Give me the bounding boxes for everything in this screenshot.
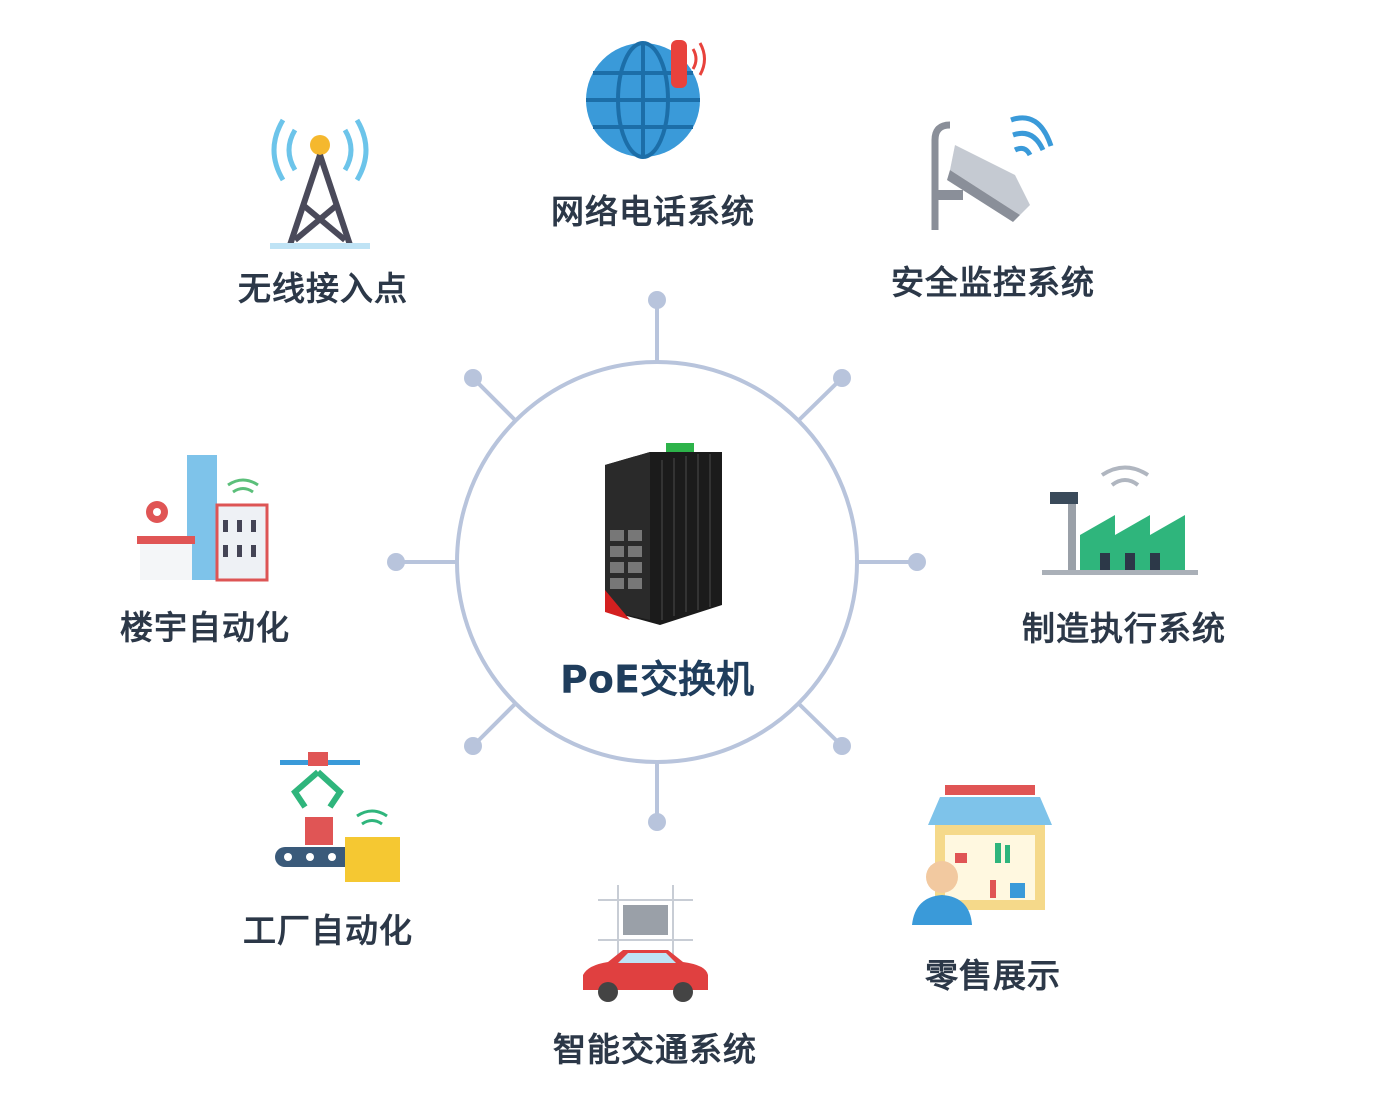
center-title: PoE交换机: [560, 657, 754, 702]
node-label-mes: 制造执行系统: [1022, 609, 1226, 648]
node-label-building-automation: 楼宇自动化: [120, 608, 290, 647]
security-camera-icon: [931, 115, 1054, 230]
node-label-surveillance: 安全监控系统: [891, 263, 1095, 302]
smart-building-icon: [137, 455, 269, 582]
spoke-dot: [648, 291, 666, 309]
spoke-dot: [648, 813, 666, 831]
node-label-its: 智能交通系统: [553, 1030, 757, 1069]
node-label-wireless-ap: 无线接入点: [238, 269, 408, 308]
spoke-dot: [387, 553, 405, 571]
spoke-dot: [833, 369, 851, 387]
spoke: [471, 376, 518, 423]
node-label-factory-automation: 工厂自动化: [243, 911, 413, 950]
node-label-voip: 网络电话系统: [551, 192, 755, 231]
globe-phone-icon: [586, 40, 706, 159]
smart-car-icon: [583, 885, 708, 1002]
robot-arm-icon: [275, 752, 400, 882]
cell-tower-icon: [270, 118, 370, 249]
spoke-dot: [464, 737, 482, 755]
spoke-dot: [908, 553, 926, 571]
spoke-dot: [464, 369, 482, 387]
spoke-dot: [833, 737, 851, 755]
spoke: [796, 701, 844, 748]
spoke: [471, 701, 518, 748]
poe-switch-icon: [605, 443, 722, 625]
spoke: [796, 376, 844, 423]
retail-store-icon: [912, 785, 1052, 925]
node-label-retail: 零售展示: [925, 956, 1061, 995]
factory-icon: [1042, 465, 1198, 575]
